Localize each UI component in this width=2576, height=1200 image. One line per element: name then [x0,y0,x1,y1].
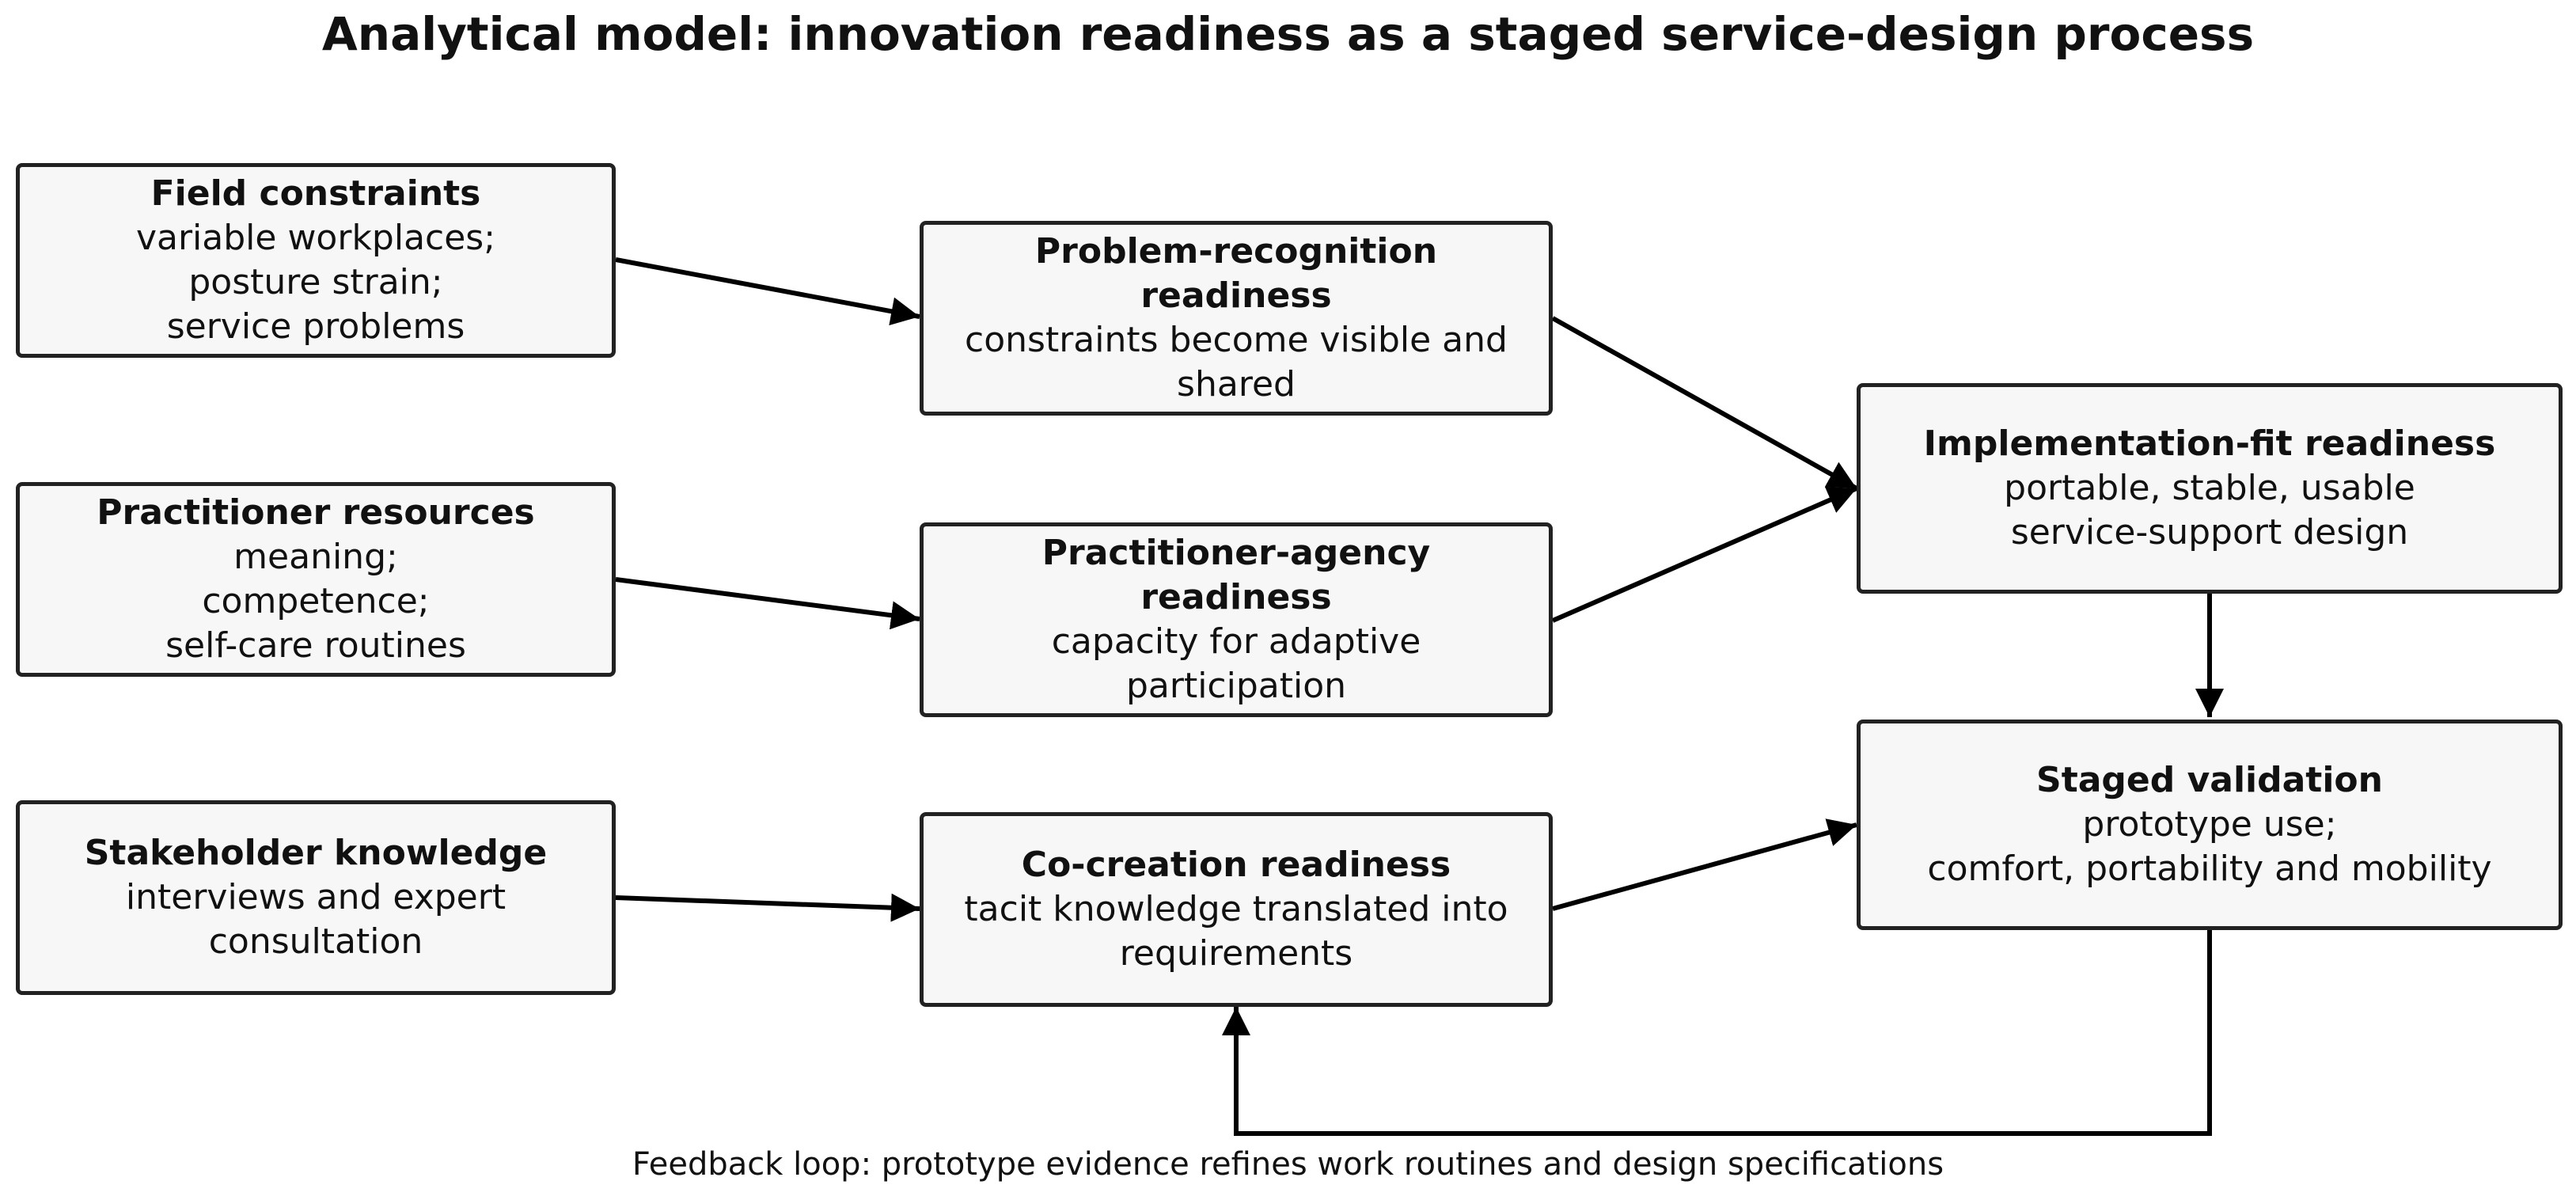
cocreation-readiness-heading: Co-creation readiness [1021,845,1451,885]
field-constraints-line: service problems [166,306,465,347]
practitioner-agency-line: participation [1125,666,1347,706]
arrow-resources-to-agency [615,577,920,630]
feedback-loop-caption: Feedback loop: prototype evidence refine… [632,1146,1944,1183]
arrow-agency-to-implementation [1551,486,1858,623]
arrow-cocreation-to-validation [1552,818,1857,911]
practitioner-agency-box: Practitioner-agency readiness capacity f… [920,522,1553,717]
implementation-fit-heading: Implementation-fit readiness [1923,423,2496,464]
problem-recognition-heading: Problem-recognition [1034,231,1438,272]
field-constraints-line: posture strain; [188,262,443,302]
practitioner-agency-heading: readiness [1140,577,1332,617]
stakeholder-knowledge-box: Stakeholder knowledge interviews and exp… [16,800,616,995]
practitioner-resources-heading: Practitioner resources [97,492,535,533]
practitioner-resources-box: Practitioner resources meaning; competen… [16,482,616,677]
staged-validation-heading: Staged validation [2036,760,2383,800]
cocreation-readiness-box: Co-creation readiness tacit knowledge tr… [920,812,1553,1007]
problem-recognition-box: Problem-recognition readiness constraint… [920,221,1553,416]
practitioner-resources-line: competence; [202,581,430,621]
practitioner-resources-line: meaning; [233,537,398,577]
staged-validation-line: comfort, portability and mobility [1927,849,2492,889]
stakeholder-knowledge-heading: Stakeholder knowledge [84,833,548,873]
field-constraints-line: variable workplaces; [135,218,496,258]
problem-recognition-line: constraints become visible and [965,320,1508,360]
diagram-title: Analytical model: innovation readiness a… [321,7,2255,61]
problem-recognition-line: shared [1177,364,1296,404]
arrow-field-to-problem [615,257,920,326]
implementation-fit-box: Implementation-fit readiness portable, s… [1857,383,2563,594]
problem-recognition-heading: readiness [1140,275,1332,316]
implementation-fit-line: service-support design [2010,512,2409,553]
arrow-stakeholder-to-cocreation [615,893,920,922]
feedback-loop-arrow [1222,930,2212,1136]
stakeholder-knowledge-line: interviews and expert [125,877,506,917]
cocreation-readiness-line: requirements [1119,933,1353,974]
field-constraints-heading: Field constraints [150,173,481,214]
cocreation-readiness-line: tacit knowledge translated into [964,889,1508,929]
staged-validation-box: Staged validation prototype use; comfort… [1857,720,2563,930]
practitioner-agency-line: capacity for adaptive [1051,621,1421,662]
practitioner-resources-line: self-care routines [165,625,466,666]
implementation-fit-line: portable, stable, usable [2004,468,2415,508]
stakeholder-knowledge-line: consultation [208,921,423,962]
staged-validation-line: prototype use; [2082,804,2337,845]
practitioner-agency-heading: Practitioner-agency [1041,533,1431,573]
field-constraints-box: Field constraints variable workplaces; p… [16,163,616,358]
arrow-problem-to-implementation [1551,316,1858,491]
